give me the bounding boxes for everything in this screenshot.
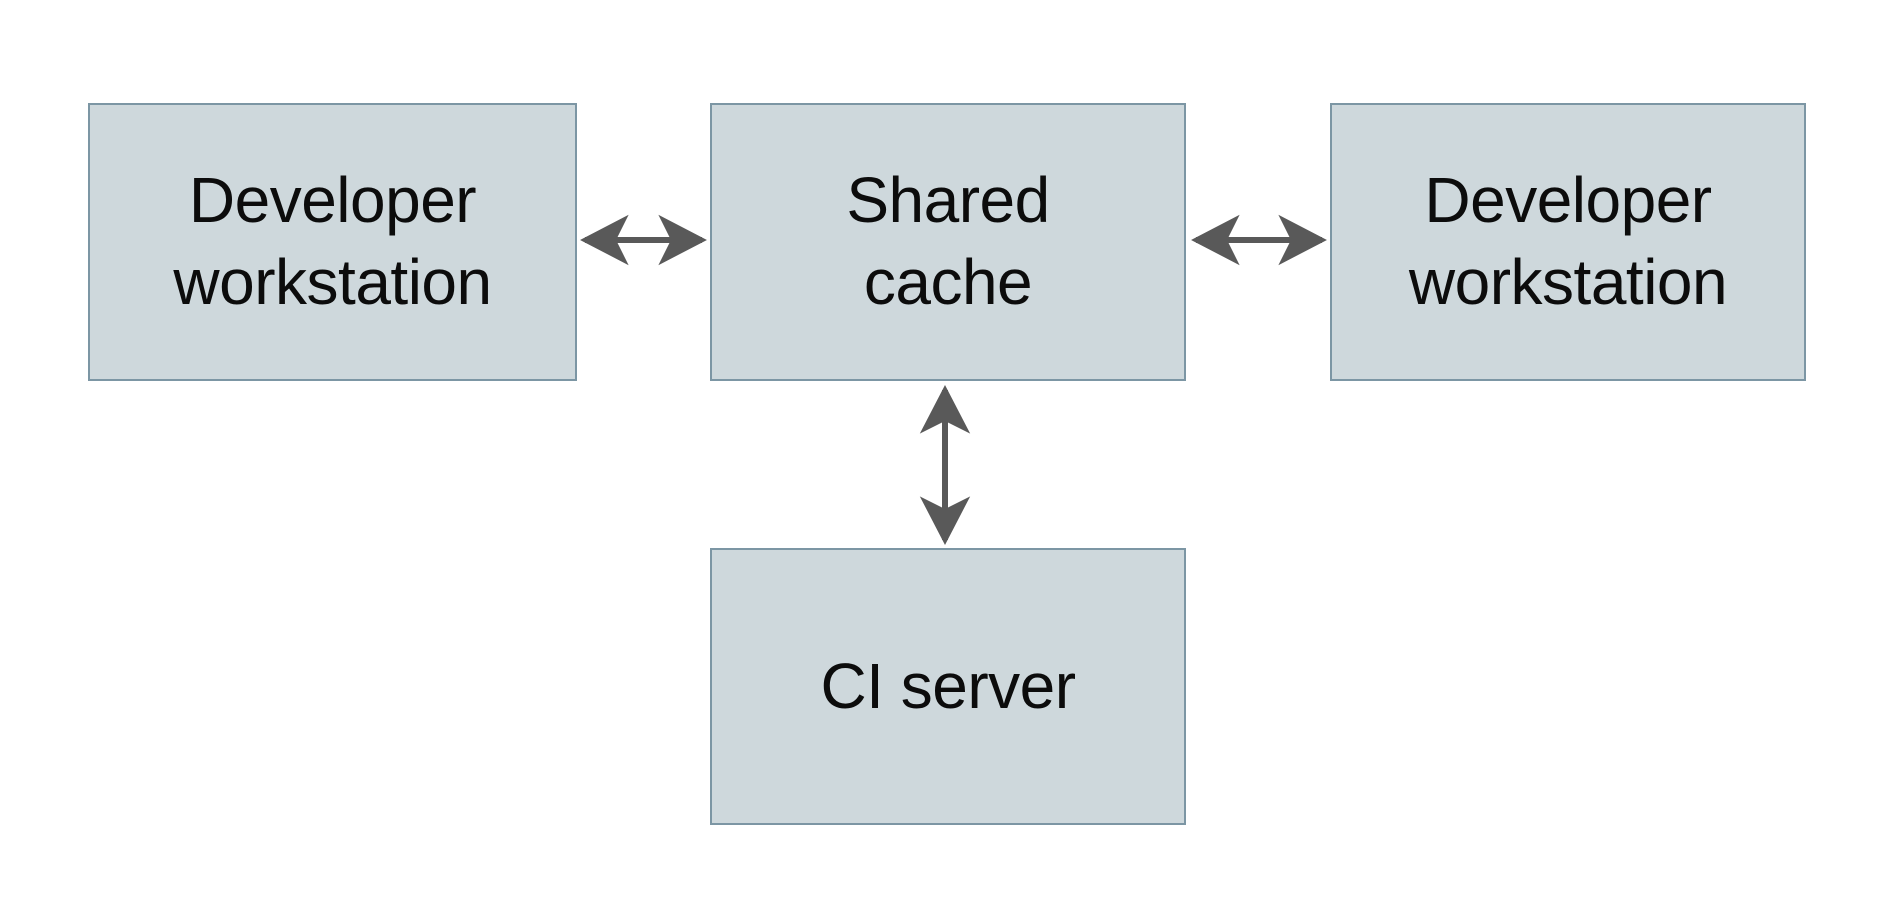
node-label: Developer workstation: [173, 164, 492, 318]
node-shared-cache[interactable]: Shared cache: [710, 103, 1186, 381]
node-ci-server[interactable]: CI server: [710, 548, 1186, 825]
node-developer-workstation-left[interactable]: Developer workstation: [88, 103, 577, 381]
node-label: CI server: [820, 649, 1076, 722]
node-developer-workstation-right[interactable]: Developer workstation: [1330, 103, 1806, 381]
node-label: Developer workstation: [1408, 164, 1728, 318]
node-label: Shared cache: [846, 164, 1050, 318]
